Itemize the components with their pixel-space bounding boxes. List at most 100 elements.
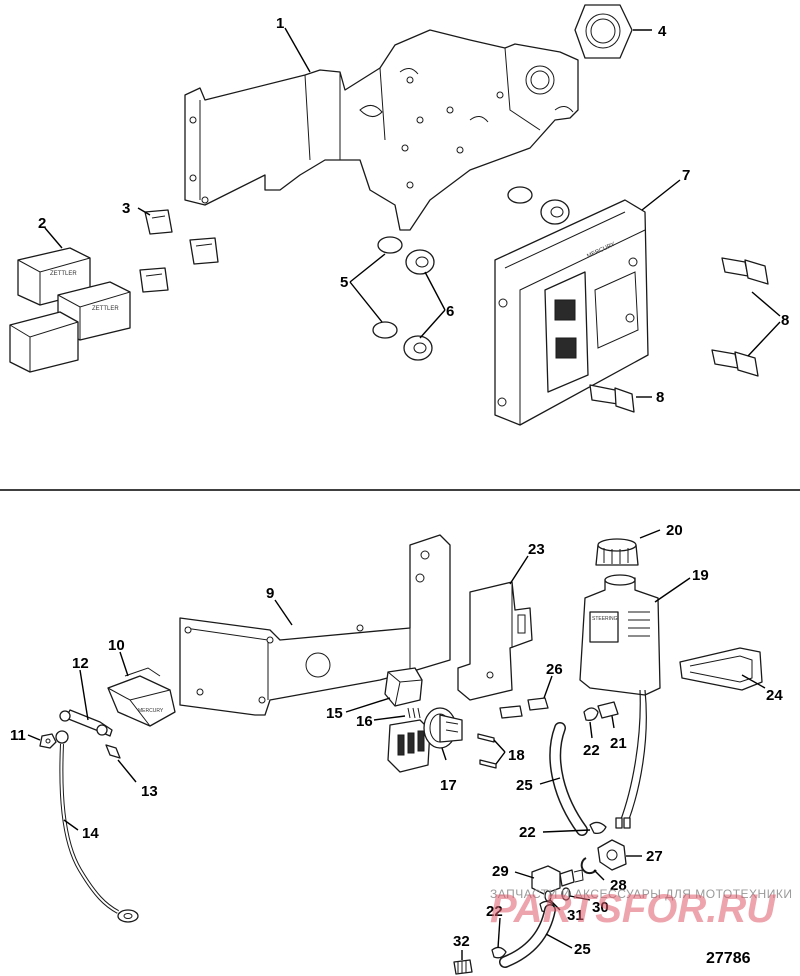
part-29-fitting: [531, 865, 584, 895]
callout-22-c: 22: [486, 903, 503, 949]
callout-number: 5: [340, 274, 348, 291]
part-13-screw: [105, 744, 121, 759]
callout-number: 8: [656, 389, 664, 406]
part-7-module: MERCURY: [494, 199, 649, 426]
callout-21: 21: [610, 715, 627, 752]
callout-15: 15: [326, 697, 391, 722]
part-30-31-seals: [544, 887, 571, 902]
part-4-nut: [574, 4, 633, 59]
part-21-fitting: [597, 689, 647, 829]
callout-27: 27: [626, 848, 663, 865]
callout-12: 12: [72, 655, 89, 721]
callout-20: 20: [639, 522, 683, 539]
callout-number: 18: [508, 747, 525, 764]
callout-number: 26: [546, 661, 563, 678]
callout-number: 28: [610, 877, 627, 894]
callout-number: 12: [72, 655, 89, 672]
part-28-clip: [580, 857, 597, 875]
callout-8-bottom: 8: [636, 389, 664, 406]
part-5-6-grommets: [372, 186, 570, 361]
callout-number: 25: [516, 777, 533, 794]
diagram-id: 27786: [706, 950, 751, 967]
svg-text:ZETTLER: ZETTLER: [92, 306, 119, 312]
part-2-relays: ZETTLER ZETTLER: [9, 247, 131, 373]
callout-number: 32: [453, 933, 470, 950]
callout-number: 3: [122, 200, 130, 217]
callout-number: 15: [326, 705, 343, 722]
callout-number: 21: [610, 735, 627, 752]
part-24-strap: [679, 647, 763, 691]
callout-22-a: 22: [583, 721, 600, 759]
callout-8-top: 8: [747, 291, 789, 357]
callout-24: 24: [741, 674, 783, 704]
callout-2: 2: [38, 215, 63, 249]
callout-5: 5: [340, 253, 386, 323]
callout-14: 14: [63, 819, 99, 842]
callout-number: 14: [82, 825, 99, 842]
callout-number: 19: [692, 567, 709, 584]
part-3-clips: [139, 209, 219, 293]
callout-19: 19: [654, 567, 709, 603]
part-16-connector: [387, 707, 431, 773]
callout-number: 27: [646, 848, 663, 865]
callout-13: 13: [117, 759, 158, 800]
callout-number: 1: [276, 15, 284, 32]
callout-number: 13: [141, 783, 158, 800]
part-12-bar: [59, 709, 113, 737]
part-32-fitting: [453, 959, 473, 975]
part-20-cap: [595, 538, 639, 566]
part-27-elbow: [597, 839, 627, 871]
part-18-screws: [477, 733, 497, 769]
callout-number: 22: [519, 824, 536, 841]
callout-7: 7: [641, 167, 690, 211]
callout-1: 1: [276, 15, 311, 73]
part-23-bracket: [457, 581, 533, 701]
part-10-relay: MERCURY: [107, 667, 176, 727]
callout-number: 25: [574, 941, 591, 958]
callout-number: 22: [486, 903, 503, 920]
callout-number: 31: [567, 907, 584, 924]
callout-number: 20: [666, 522, 683, 539]
callout-3: 3: [122, 200, 151, 217]
watermark: ЗАПЧАСТИ И АКСЕССУАРЫ ДЛЯ МОТОТЕХНИКИ PA…: [490, 887, 792, 931]
callout-29: 29: [492, 863, 535, 880]
callout-number: 2: [38, 215, 46, 232]
callout-11: 11: [10, 727, 41, 744]
callout-number: 23: [528, 541, 545, 558]
callout-number: 11: [10, 727, 26, 744]
callout-number: 8: [781, 312, 789, 329]
callout-30: 30: [569, 895, 609, 916]
callout-number: 29: [492, 863, 509, 880]
callout-28: 28: [593, 869, 627, 894]
callout-25-lower: 25: [545, 933, 591, 958]
callout-number: 6: [446, 303, 454, 320]
callout-4: 4: [633, 23, 667, 40]
callout-25-upper: 25: [516, 777, 561, 794]
callout-22-b: 22: [519, 824, 591, 841]
part-25-hose-upper: [549, 722, 588, 836]
part-8-bolts: [589, 257, 769, 413]
callout-6: 6: [419, 271, 454, 339]
watermark-logo: PARTSFOR.RU: [490, 887, 776, 931]
callout-number: 16: [356, 713, 373, 730]
callout-number: 30: [592, 899, 609, 916]
callout-26: 26: [543, 661, 563, 699]
callout-23: 23: [509, 541, 545, 585]
part-15-sensor: [384, 667, 423, 707]
svg-text:ZETTLER: ZETTLER: [50, 271, 77, 277]
watermark-line1: ЗАПЧАСТИ И АКСЕССУАРЫ ДЛЯ МОТОТЕХНИКИ: [490, 887, 792, 901]
callout-31: 31: [549, 899, 584, 924]
callout-number: 10: [108, 637, 125, 654]
callout-number: 4: [658, 23, 667, 40]
callout-10: 10: [108, 637, 129, 677]
callout-number: 7: [682, 167, 690, 184]
callout-number: 17: [440, 777, 457, 794]
part-1-bracket: [184, 29, 579, 231]
svg-text:MERCURY: MERCURY: [138, 708, 164, 714]
callout-17: 17: [440, 747, 457, 794]
svg-text:STEERING: STEERING: [592, 616, 618, 622]
callout-16: 16: [356, 713, 406, 730]
part-26-bolts: [499, 697, 549, 719]
callout-number: 22: [583, 742, 600, 759]
